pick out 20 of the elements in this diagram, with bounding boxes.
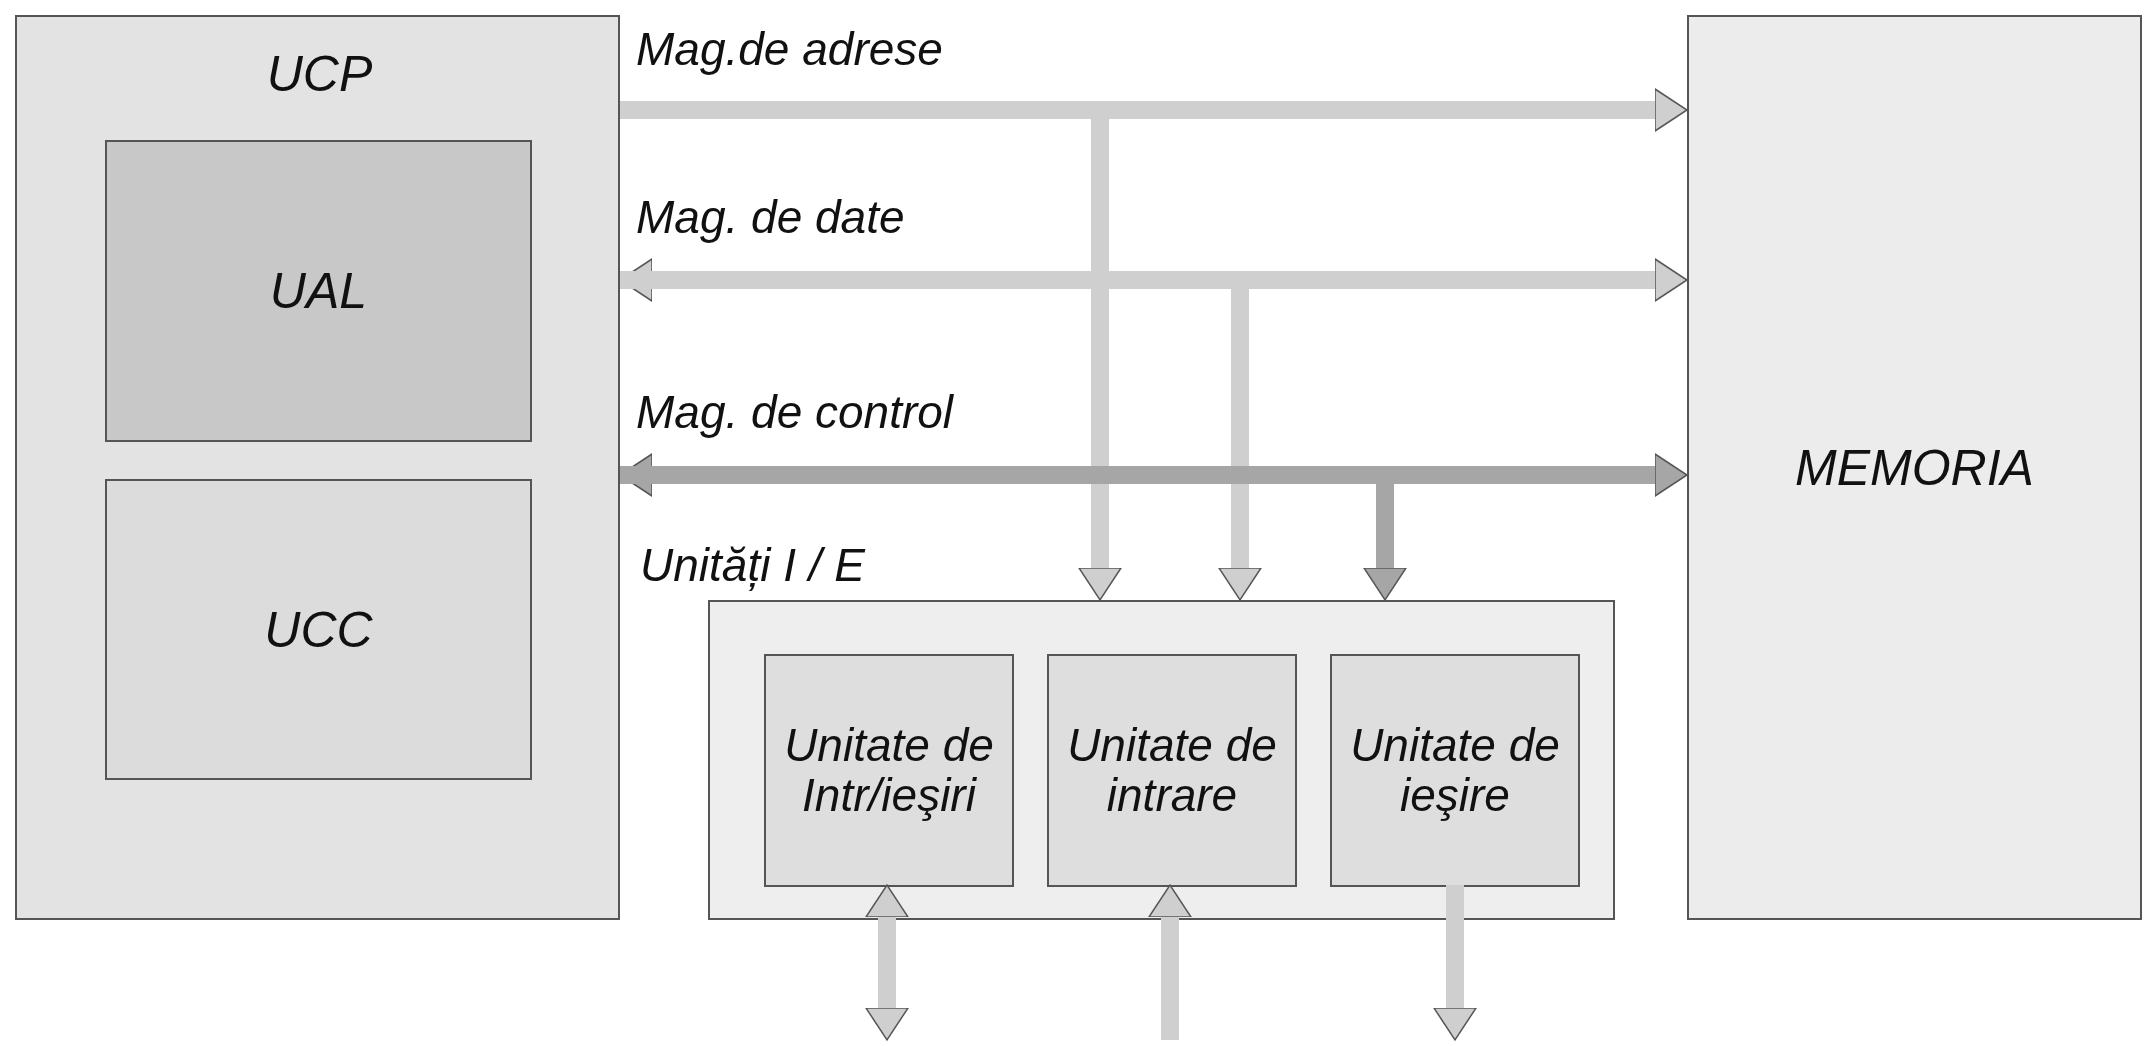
bus-arrow: [620, 466, 1407, 601]
alu-box: [105, 140, 532, 442]
cpu-box: [15, 15, 620, 920]
memory-box: [1687, 15, 2142, 920]
node-label: Unitate de ieşire: [1349, 719, 1561, 822]
node-label: UCP: [265, 47, 374, 102]
node-label: UCC: [263, 602, 374, 657]
io-unit-box: [1330, 654, 1580, 887]
node-label: Unitate de intrare: [1066, 719, 1278, 822]
bus-arrow: [620, 271, 1262, 601]
bus-arrow: [1433, 885, 1477, 1041]
bus-arrow: [1148, 884, 1192, 1040]
group-title: Unități I / E: [640, 540, 867, 591]
control-unit-box: [105, 479, 532, 780]
node-label: Unitate de Intr/ieşiri: [783, 719, 995, 822]
io-unit-box: [764, 654, 1014, 887]
io-unit-box: [1047, 654, 1297, 887]
node-label: UAL: [268, 263, 369, 319]
bus-arrow: [865, 884, 909, 1041]
node-label: MEMORIA: [1794, 440, 2035, 495]
